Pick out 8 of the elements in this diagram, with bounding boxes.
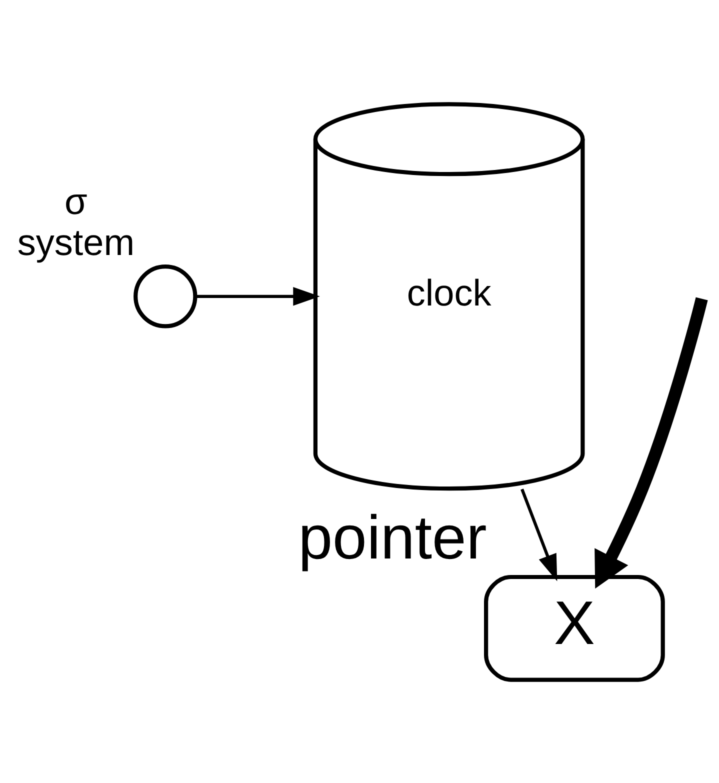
node-box: X: [484, 574, 665, 682]
arrow: [520, 488, 558, 581]
node-label: system: [17, 222, 135, 263]
node-circle: [134, 264, 198, 328]
node-label: σ: [64, 180, 88, 222]
arrow: [195, 286, 320, 306]
node-label: pointer: [298, 503, 487, 572]
arrow: [594, 296, 708, 588]
